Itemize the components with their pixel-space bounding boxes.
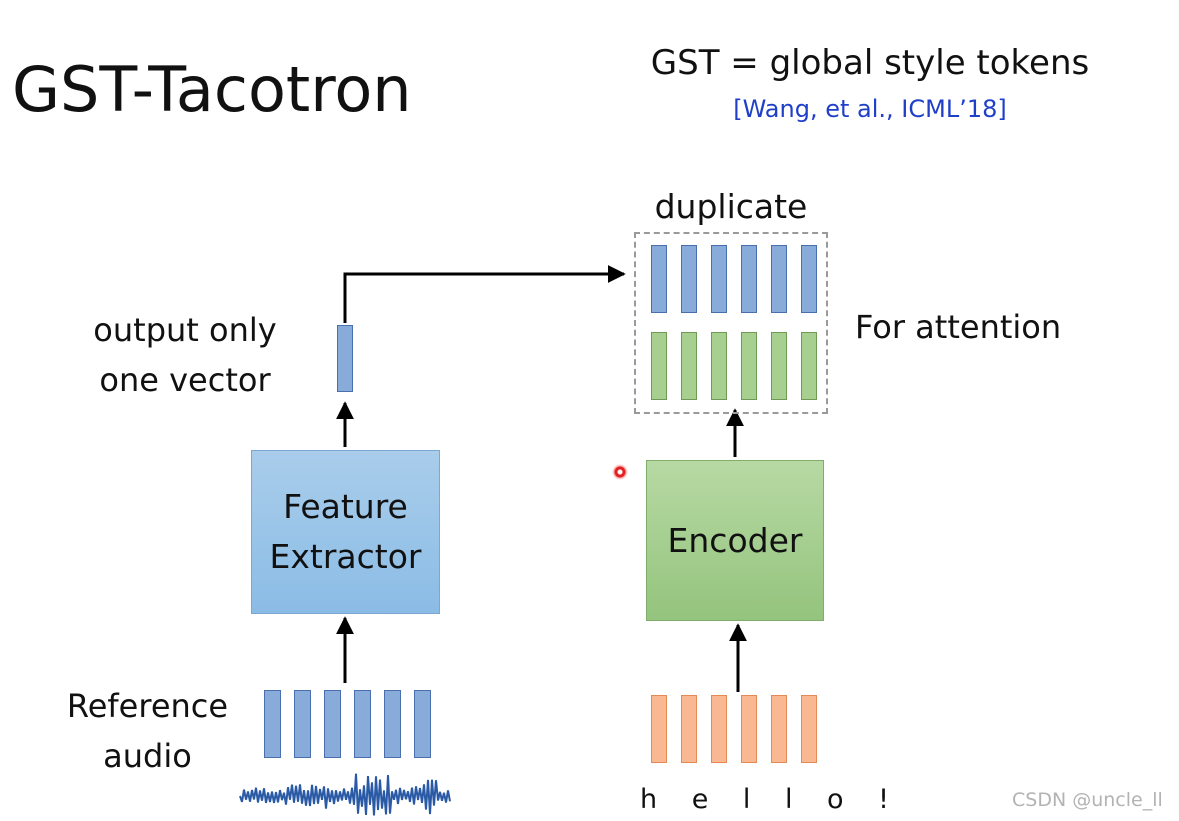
encoder-block: Encoder	[646, 460, 824, 621]
hello-char-vector-bar	[771, 695, 787, 763]
duplicate-style-vectors	[651, 245, 817, 313]
duplicate-style-vector-bar	[681, 245, 697, 313]
output-label-line2: one vector	[99, 361, 271, 399]
duplicate-style-vector-bar	[741, 245, 757, 313]
duplicate-style-vector-bar	[801, 245, 817, 313]
duplicate-encoder-vector-bar	[711, 332, 727, 400]
reference-vector-bar	[414, 690, 431, 758]
duplicate-encoder-vectors	[651, 332, 817, 400]
reference-vector-bar	[294, 690, 311, 758]
reference-label-line1: Reference	[66, 687, 229, 725]
duplicate-style-vector-bar	[651, 245, 667, 313]
duplicate-label: duplicate	[654, 187, 808, 226]
citation: [Wang, et al., ICML’18]	[733, 95, 1007, 123]
laser-pointer-dot	[612, 464, 628, 480]
reference-vector-bar	[324, 690, 341, 758]
feature-extractor-line1: Feature	[283, 487, 408, 526]
output-label-line1: output only	[93, 311, 277, 349]
gst-definition: GST = global style tokens	[650, 43, 1090, 83]
reference-vector-bar	[384, 690, 401, 758]
arrow-vector-to-duplicate	[343, 265, 626, 323]
slide-title: GST-Tacotron	[12, 53, 412, 126]
encoder-label: Encoder	[667, 520, 803, 560]
reference-vector-bar	[264, 690, 281, 758]
reference-vectors	[264, 690, 434, 758]
watermark: CSDN @uncle_ll	[1012, 789, 1163, 811]
hello-text: h e l l o !	[640, 784, 902, 815]
hello-char-vector-bar	[741, 695, 757, 763]
style-vector	[337, 325, 353, 392]
hello-char-vector-bar	[651, 695, 667, 763]
hello-char-vector-bar	[681, 695, 697, 763]
duplicate-encoder-vector-bar	[771, 332, 787, 400]
feature-extractor-block: Feature Extractor	[251, 450, 440, 614]
hello-char-vectors	[651, 695, 817, 763]
waveform	[239, 773, 451, 816]
hello-char-vector-bar	[801, 695, 817, 763]
duplicate-encoder-vector-bar	[681, 332, 697, 400]
reference-vector-bar	[354, 690, 371, 758]
for-attention-label: For attention	[855, 308, 1062, 346]
duplicate-encoder-vector-bar	[801, 332, 817, 400]
feature-extractor-line2: Extractor	[269, 537, 422, 576]
duplicate-encoder-vector-bar	[741, 332, 757, 400]
duplicate-style-vector-bar	[711, 245, 727, 313]
duplicate-encoder-vector-bar	[651, 332, 667, 400]
duplicate-box	[634, 232, 828, 414]
reference-label-line2: audio	[103, 737, 192, 775]
duplicate-style-vector-bar	[771, 245, 787, 313]
hello-char-vector-bar	[711, 695, 727, 763]
